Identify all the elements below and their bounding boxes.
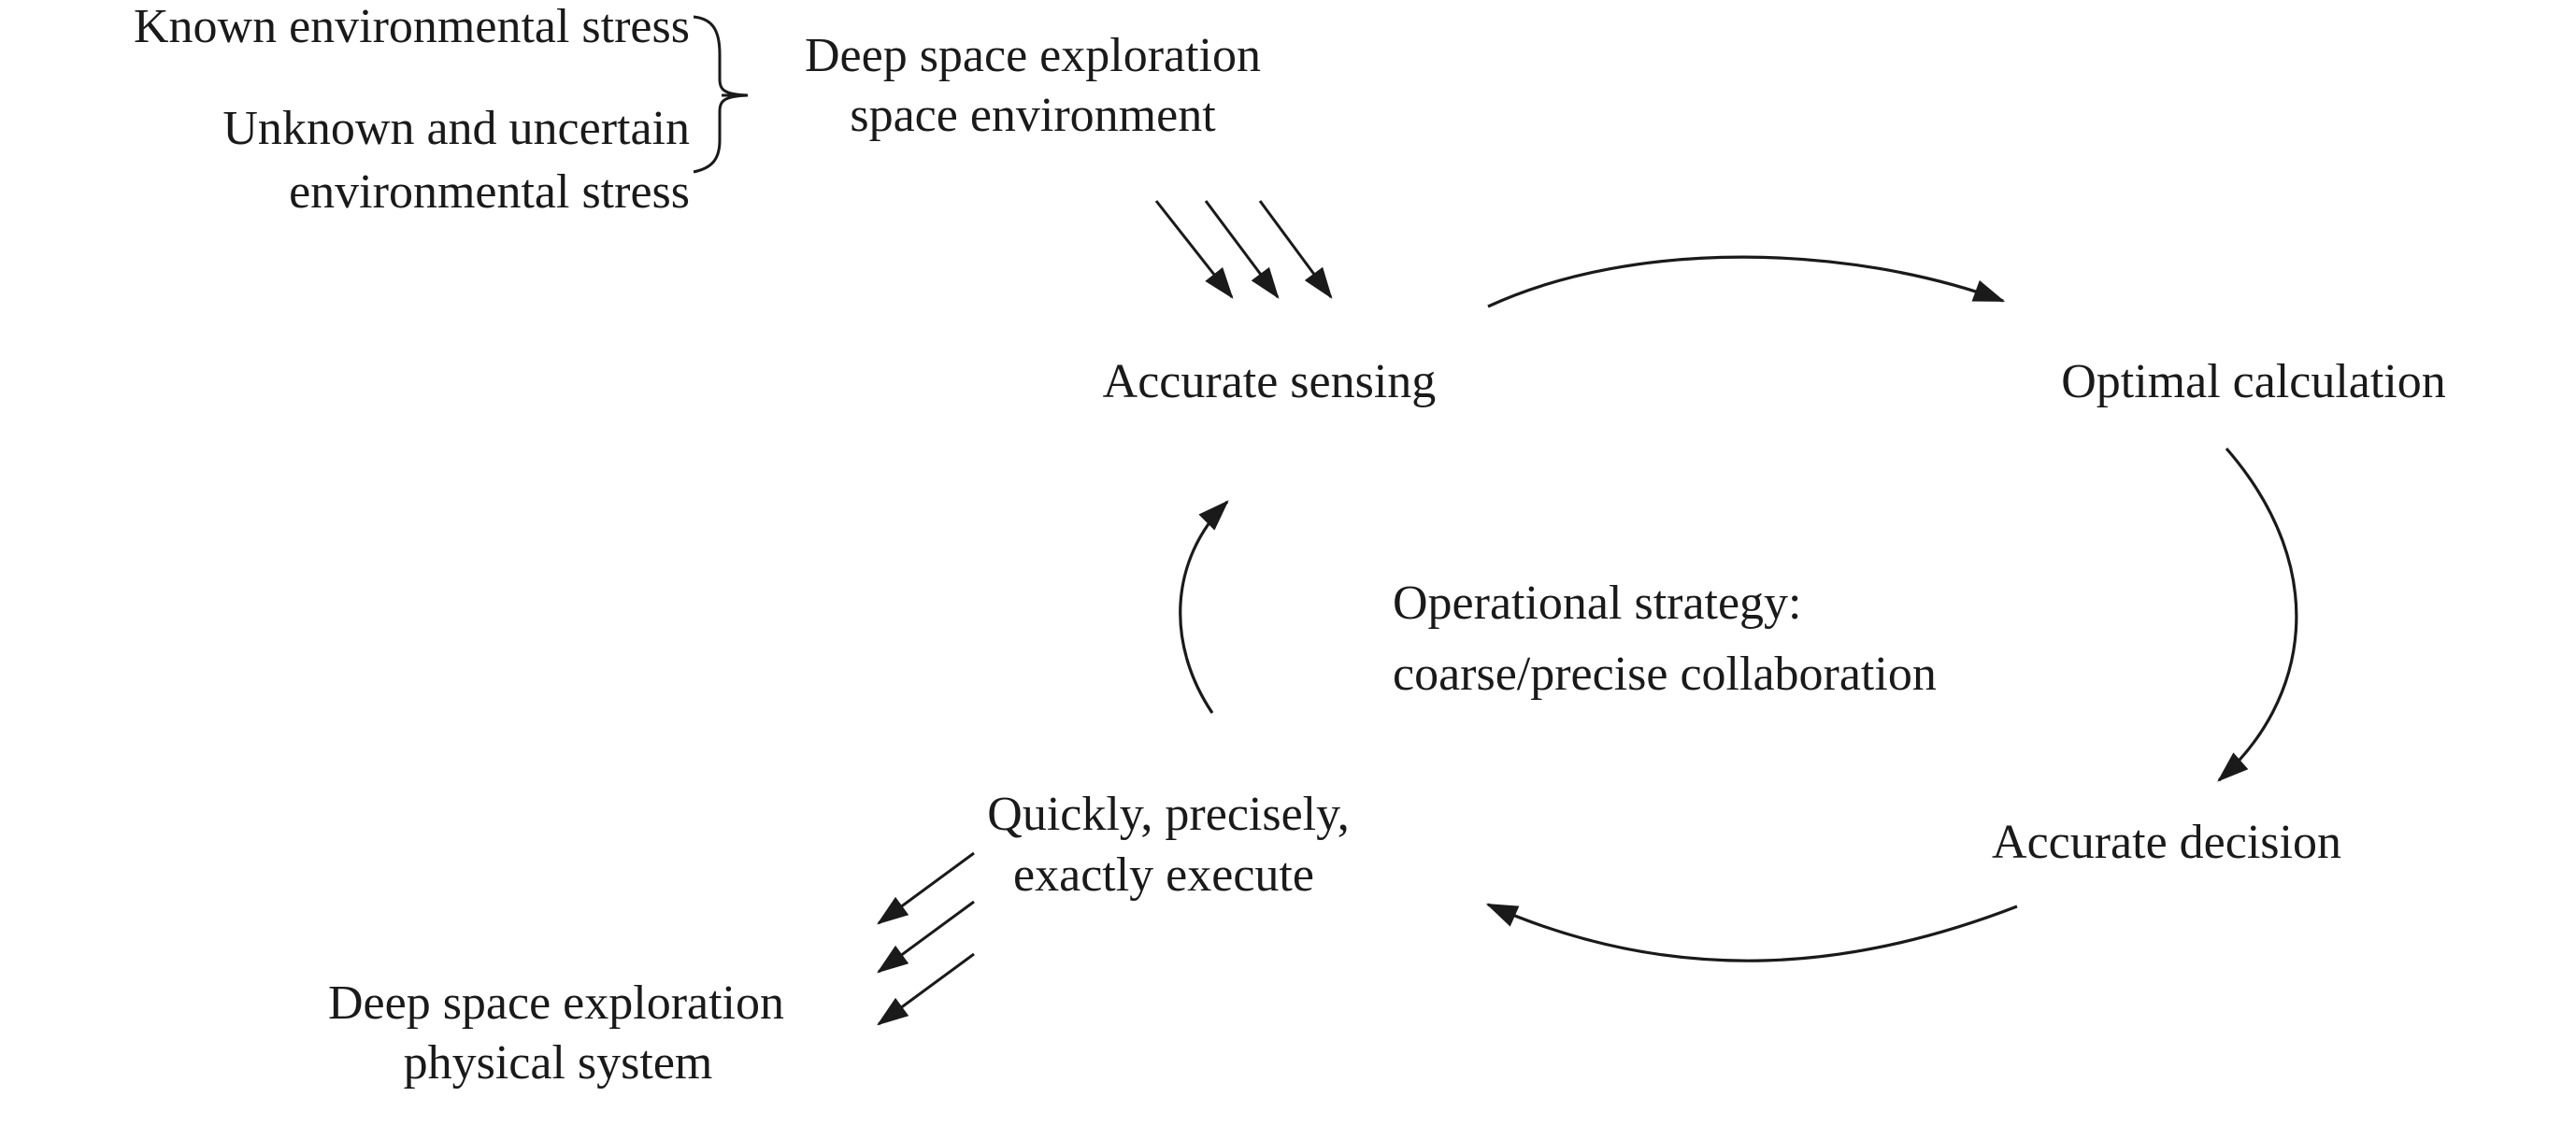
calculation-to-decision-arrow	[2217, 447, 2298, 782]
environment-arrow-2	[1204, 200, 1280, 299]
environment-label-line1: Deep space exploration	[805, 29, 1261, 82]
known-stress-label: Known environmental stress	[134, 0, 690, 53]
physical-system-label-line2: physical system	[404, 1036, 713, 1090]
environment-arrow-3	[1258, 200, 1333, 299]
strategy-label-line1: Operational strategy:	[1393, 577, 1802, 630]
environment-label-line2: space environment	[850, 89, 1216, 142]
strategy-label-line2: coarse/precise collaboration	[1393, 648, 1937, 701]
execute-output-arrow-2	[877, 900, 975, 974]
environment-arrow-1	[1154, 200, 1234, 299]
execute-node-line1: Quickly, precisely,	[987, 788, 1349, 841]
unknown-stress-label-line2: environmental stress	[289, 165, 690, 219]
sensing-to-calculation-arrow	[1487, 255, 2006, 308]
execute-output-arrow-3	[877, 952, 975, 1026]
unknown-stress-label-line1: Unknown and uncertain	[222, 102, 690, 155]
optimal-calculation-node: Optimal calculation	[2061, 355, 2446, 408]
decision-to-execute-arrow	[1485, 903, 2018, 962]
execute-node-line2: exactly execute	[1013, 848, 1314, 902]
accurate-decision-node: Accurate decision	[1992, 816, 2341, 869]
execute-output-arrow-1	[877, 851, 975, 925]
physical-system-label-line1: Deep space exploration	[328, 976, 784, 1030]
accurate-sensing-node: Accurate sensing	[1103, 355, 1437, 408]
execute-to-sensing-arrow	[1179, 500, 1229, 714]
